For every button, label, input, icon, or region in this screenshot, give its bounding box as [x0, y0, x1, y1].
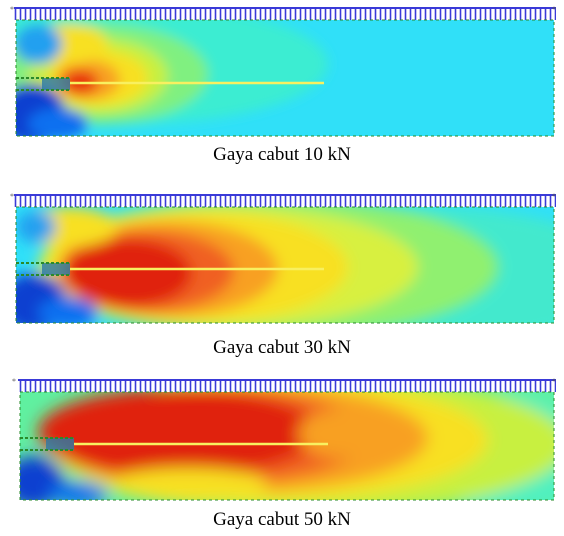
corner-marker-left: *: [10, 192, 14, 201]
stress-contour-field: [16, 20, 554, 136]
anchor-plate: [42, 263, 70, 275]
anchor-plate: [46, 438, 74, 450]
corner-marker-right: *: [552, 5, 556, 14]
corner-marker-left: *: [10, 5, 14, 14]
stress-contour-field: [16, 207, 554, 323]
caption-50kn: Gaya cabut 50 kN: [213, 509, 351, 530]
contour-plot-50kn: * *: [12, 377, 556, 501]
mesh-boundary: [19, 391, 555, 501]
stress-contour-field: [20, 392, 554, 500]
surface-load-bar: [18, 380, 556, 392]
contour-plot-30kn: * *: [10, 192, 556, 324]
surface-load-bar: [14, 8, 556, 20]
caption-10kn: Gaya cabut 10 kN: [213, 144, 351, 165]
mesh-boundary: [15, 206, 555, 324]
contour-plot-10kn: * *: [10, 5, 556, 137]
corner-marker-right: *: [552, 192, 556, 201]
caption-30kn: Gaya cabut 30 kN: [213, 337, 351, 358]
contour-panel-10kn: * *: [8, 4, 560, 140]
anchor-plate: [42, 78, 70, 90]
corner-marker-right: *: [552, 377, 556, 386]
contour-panel-50kn: * *: [8, 374, 560, 506]
corner-marker-left: *: [12, 377, 16, 386]
contour-panel-30kn: * *: [8, 187, 560, 327]
surface-load-bar: [14, 195, 556, 207]
